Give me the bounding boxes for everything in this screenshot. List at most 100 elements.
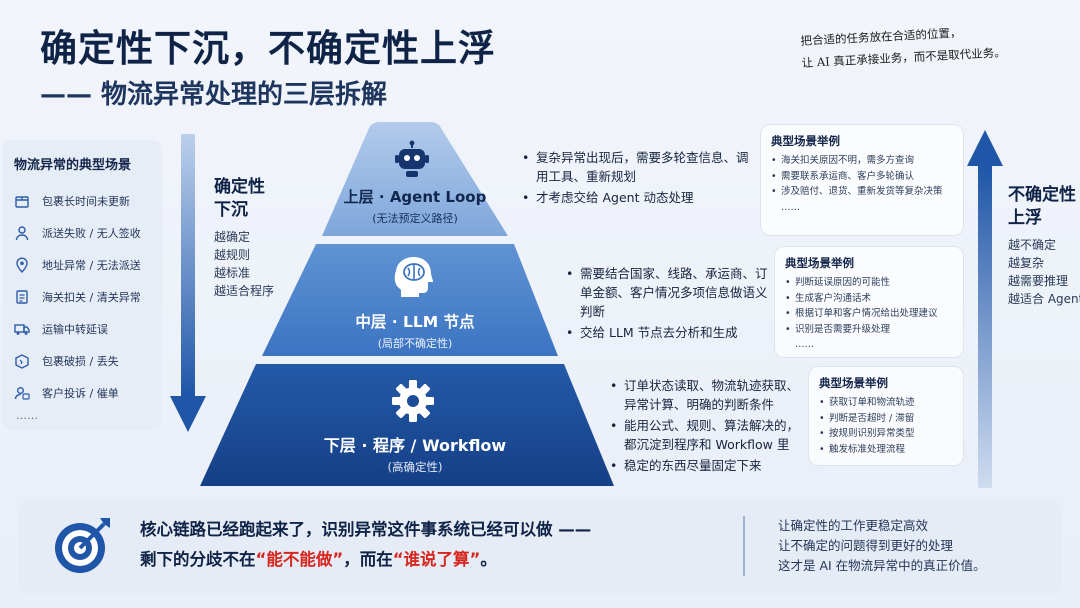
right-axis-title-1: 不确定性 <box>1008 185 1076 205</box>
banner-highlight-2: “谁说了算” <box>392 550 481 569</box>
pyramid <box>200 122 614 486</box>
bottom-layer-title: 下层 · 程序 / Workflow <box>323 436 507 455</box>
customs-icon <box>16 290 28 304</box>
banner-right-text: 让确定性的工作更稳定高效 让不确定的问题得到更好的处理 这才是 AI 在物流异常… <box>778 516 986 576</box>
pyramid-bottom-layer <box>200 364 614 486</box>
bullet-item: 稳定的东西尽量固定下来 <box>610 456 800 475</box>
banner-line-2-c: 。 <box>480 550 497 569</box>
banner-main-text: 核心链路已经跑起来了，识别异常这件事系统已经可以做 —— 剩下的分歧不在“能不能… <box>140 515 591 575</box>
right-axis-item: 越需要推理 <box>1008 274 1069 288</box>
middle-layer-title: 中层 · LLM 节点 <box>355 313 475 331</box>
right-axis-item: 越适合 Agent <box>1008 292 1080 306</box>
scenario-label: 包裹破损 / 丢失 <box>42 355 119 368</box>
page-title: 确定性下沉，不确定性上浮 <box>40 27 496 70</box>
scenario-item: 包裹长时间未更新 <box>14 185 150 217</box>
left-axis-item: 越规则 <box>214 248 251 262</box>
banner-divider <box>743 516 745 576</box>
scenario-label: 海关扣关 / 清关异常 <box>42 291 141 304</box>
person-icon <box>15 226 29 241</box>
card-item: 识别是否需要升级处理 <box>785 322 953 338</box>
bottom-layer-bullets: 订单状态读取、物流轨迹获取、异常计算、明确的判断条件 能用公式、规则、算法解决的… <box>610 376 800 477</box>
middle-layer-sub: (局部不确定性) <box>377 337 453 350</box>
brain-icon <box>394 257 433 297</box>
bottom-layer-sub: (高确定性) <box>387 460 443 474</box>
card-item: 涉及赔付、退货、重新发货等复杂决策 <box>771 184 953 200</box>
bottom-scenario-card: 典型场景举例 获取订单和物流轨迹 判断是否超时 / 滞留 按规则识别异常类型 触… <box>808 366 964 466</box>
card-title: 典型场景举例 <box>785 256 854 270</box>
scenario-item: 客户投诉 / 催单 <box>14 377 150 409</box>
robot-icon <box>395 140 429 177</box>
card-item: 获取订单和物流轨迹 <box>819 395 953 411</box>
summary-banner <box>18 500 1062 594</box>
up-arrow-icon <box>967 130 1003 488</box>
bullet-item: 复杂异常出现后，需要多轮查信息、调用工具、重新规划 <box>522 148 752 186</box>
scenario-label: 包裹长时间未更新 <box>42 195 130 208</box>
pyramid-top-layer <box>322 122 508 236</box>
right-axis-item: 越复杂 <box>1008 256 1045 270</box>
banner-highlight-1: “能不能做” <box>255 550 344 569</box>
down-arrow-icon <box>170 134 206 432</box>
page-subtitle: —— 物流异常处理的三层拆解 <box>40 80 388 110</box>
card-title: 典型场景举例 <box>771 134 840 148</box>
bullet-item: 才考虑交给 Agent 动态处理 <box>522 188 752 207</box>
left-axis-item: 越适合程序 <box>214 284 275 298</box>
scenario-panel-title: 物流异常的典型场景 <box>14 158 132 173</box>
scenario-label: 运输中转延误 <box>42 323 108 336</box>
scenario-item: 海关扣关 / 清关异常 <box>14 281 150 313</box>
card-item: 判断延误原因的可能性 <box>785 275 953 291</box>
package-icon <box>15 196 29 208</box>
card-item: …… <box>781 201 800 213</box>
card-item: 需要联系承运商、客户多轮确认 <box>771 169 953 185</box>
middle-layer-label: 中层 · LLM 节点 (局部不确定性) <box>320 310 510 351</box>
left-axis-title-2: 下沉 <box>214 200 248 220</box>
left-axis-list: 越确定 越规则 越标准 越适合程序 <box>214 228 274 300</box>
scenario-more: …… <box>16 409 38 422</box>
card-item: 生成客户沟通话术 <box>785 291 953 307</box>
complaint-icon <box>14 387 30 400</box>
top-layer-bullets: 复杂异常出现后，需要多轮查信息、调用工具、重新规划 才考虑交给 Agent 动态… <box>522 148 752 209</box>
scenario-label: 客户投诉 / 催单 <box>42 387 119 400</box>
bullet-item: 能用公式、规则、算法解决的，都沉淀到程序和 Workflow 里 <box>610 416 800 454</box>
right-axis-item: 越不确定 <box>1008 238 1057 252</box>
scenario-item: 派送失败 / 无人签收 <box>14 217 150 249</box>
banner-line-2-a: 剩下的分歧不在 <box>140 550 256 569</box>
card-item: 判断是否超时 / 滞留 <box>819 411 953 427</box>
left-axis-label: 确定性 下沉 越确定 越规则 越标准 越适合程序 <box>214 176 274 300</box>
banner-right-line: 让不确定的问题得到更好的处理 <box>778 538 954 553</box>
scenario-item: 运输中转延误 <box>14 313 150 345</box>
top-scenario-card: 典型场景举例 海关扣关原因不明，需多方查询 需要联系承运商、客户多轮确认 涉及赔… <box>760 124 964 236</box>
banner-line-2: 剩下的分歧不在“能不能做”，而在“谁说了算”。 <box>140 545 591 575</box>
bottom-layer-label: 下层 · 程序 / Workflow (高确定性) <box>300 432 530 475</box>
right-axis-label: 不确定性 上浮 越不确定 越复杂 越需要推理 越适合 Agent <box>1008 184 1080 308</box>
card-item: 触发标准处理流程 <box>819 442 953 458</box>
middle-layer-bullets: 需要结合国家、线路、承运商、订单金额、客户情况多项信息做语义判断 交给 LLM … <box>566 264 778 344</box>
left-axis-item: 越确定 <box>214 230 251 244</box>
left-axis-item: 越标准 <box>214 266 251 280</box>
scenario-panel: 物流异常的典型场景 包裹长时间未更新 派送失败 / 无人签收 地址异常 / 无法… <box>2 140 162 430</box>
right-axis-list: 越不确定 越复杂 越需要推理 越适合 Agent <box>1008 236 1080 308</box>
card-item: 根据订单和客户情况给出处理建议 <box>785 306 953 322</box>
top-layer-label: 上层 · Agent Loop (无法预定义路径) <box>330 186 500 226</box>
damaged-box-icon <box>15 354 29 369</box>
middle-scenario-card: 典型场景举例 判断延误原因的可能性 生成客户沟通话术 根据订单和客户情况给出处理… <box>774 246 964 358</box>
scenario-item: 包裹破损 / 丢失 <box>14 345 150 377</box>
card-item: 按规则识别异常类型 <box>819 426 953 442</box>
card-item: 海关扣关原因不明，需多方查询 <box>771 153 953 169</box>
pyramid-middle-layer <box>262 244 558 356</box>
gear-icon <box>392 380 434 422</box>
left-axis-title-1: 确定性 <box>214 177 265 197</box>
scenario-label: 地址异常 / 无法派送 <box>42 259 141 272</box>
truck-icon <box>14 324 30 335</box>
banner-right-line: 这才是 AI 在物流异常中的真正价值。 <box>778 558 986 573</box>
banner-line-2-b: ，而在 <box>343 550 393 569</box>
right-axis-title-2: 上浮 <box>1008 208 1042 228</box>
handwritten-quote: 把合适的任务放在合适的位置， 让 AI 真正承接业务，而不是取代业务。 <box>800 16 1072 74</box>
location-pin-icon <box>16 257 28 273</box>
top-layer-sub: (无法预定义路径) <box>372 212 458 225</box>
target-icon <box>55 518 110 573</box>
top-layer-title: 上层 · Agent Loop <box>343 188 487 206</box>
banner-right-line: 让确定性的工作更稳定高效 <box>778 518 929 533</box>
bullet-item: 交给 LLM 节点去分析和生成 <box>566 323 778 342</box>
banner-line-1: 核心链路已经跑起来了，识别异常这件事系统已经可以做 —— <box>140 520 592 539</box>
card-title: 典型场景举例 <box>819 376 888 390</box>
